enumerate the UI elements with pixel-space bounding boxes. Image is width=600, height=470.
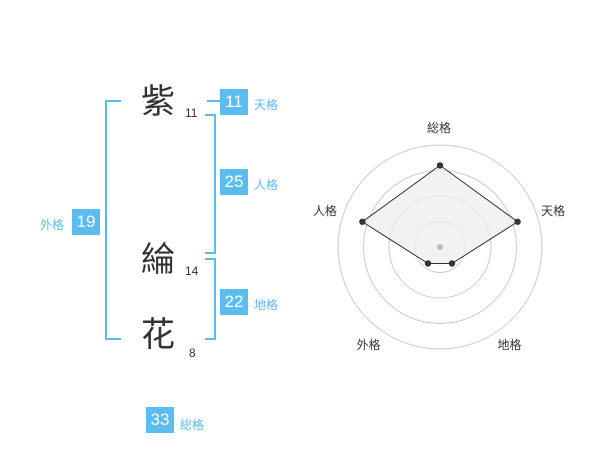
radar-axis-label-2: 天格 xyxy=(541,203,566,218)
chikaku-label: 地格 xyxy=(254,298,279,312)
radar-point-2 xyxy=(514,218,521,225)
stroke-count-3: 8 xyxy=(189,346,196,360)
gaikaku-label: 外格 xyxy=(40,218,65,232)
name-char-3: 花 xyxy=(141,315,175,355)
jinkaku-label: 人格 xyxy=(254,178,279,192)
radar-point-3 xyxy=(448,260,456,267)
soukaku-label: 総格 xyxy=(180,418,205,432)
jinkaku-bracket xyxy=(205,114,216,254)
soukaku-value: 33 xyxy=(146,407,174,433)
gaikaku-bracket xyxy=(105,100,121,340)
name-char-2: 綸 xyxy=(141,240,175,280)
name-char-1: 紫 xyxy=(141,82,175,122)
radar-point-4 xyxy=(424,260,432,267)
radar-series-area xyxy=(361,164,519,265)
stroke-count-2: 14 xyxy=(185,264,199,278)
radar-ring xyxy=(337,144,543,350)
radar-axis-label-3: 地格 xyxy=(497,338,522,353)
jinkaku-value: 25 xyxy=(220,169,248,195)
radar-point-5 xyxy=(359,218,366,225)
tenkaku-value: 11 xyxy=(220,89,248,115)
chikaku-bracket xyxy=(205,258,216,340)
radar-axis-label-1: 総格 xyxy=(427,121,452,135)
radar-point-1 xyxy=(436,162,444,169)
chikaku-value: 22 xyxy=(220,289,248,315)
tenkaku-label: 天格 xyxy=(254,98,279,112)
tenkaku-bracket xyxy=(207,100,220,102)
radar-axis-label-4: 外格 xyxy=(356,338,381,353)
stroke-count-1: 11 xyxy=(185,106,198,120)
radar-axis-label-5: 人格 xyxy=(312,203,337,218)
radar-center-dot xyxy=(437,244,443,250)
gaikaku-value: 19 xyxy=(72,209,100,235)
